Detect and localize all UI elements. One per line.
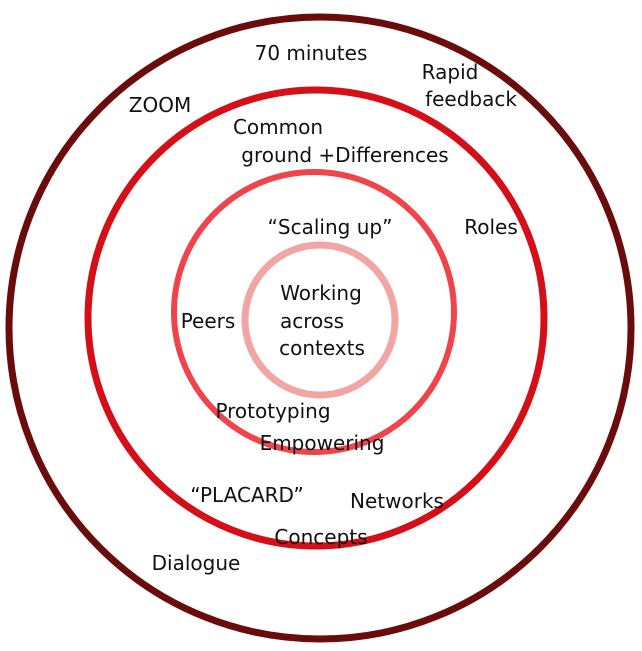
label-peers: Peers xyxy=(181,309,236,333)
label-across: across xyxy=(280,309,344,333)
second-ring xyxy=(84,86,548,550)
label-common: Common xyxy=(233,115,323,139)
label-empowering: Empowering xyxy=(260,431,385,455)
label-working: Working xyxy=(280,281,362,305)
label-contexts: contexts xyxy=(279,336,365,360)
inner-ring xyxy=(241,241,399,399)
label-rapid: Rapid xyxy=(422,60,479,84)
label-feedback: feedback xyxy=(425,87,517,111)
label-dialogue: Dialogue xyxy=(152,551,241,575)
label-ground-differences: ground +Differences xyxy=(241,143,448,167)
label-prototyping: Prototyping xyxy=(215,399,330,423)
label-roles: Roles xyxy=(464,215,518,239)
label-scaling-up: “Scaling up” xyxy=(268,215,393,239)
label-70-minutes: 70 minutes xyxy=(255,41,368,65)
label-zoom: ZOOM xyxy=(129,93,191,117)
label-networks: Networks xyxy=(350,489,444,513)
label-placard: “PLACARD” xyxy=(190,483,304,507)
label-concepts: Concepts xyxy=(274,525,367,549)
outer-ring xyxy=(5,13,635,643)
third-ring xyxy=(171,169,457,455)
